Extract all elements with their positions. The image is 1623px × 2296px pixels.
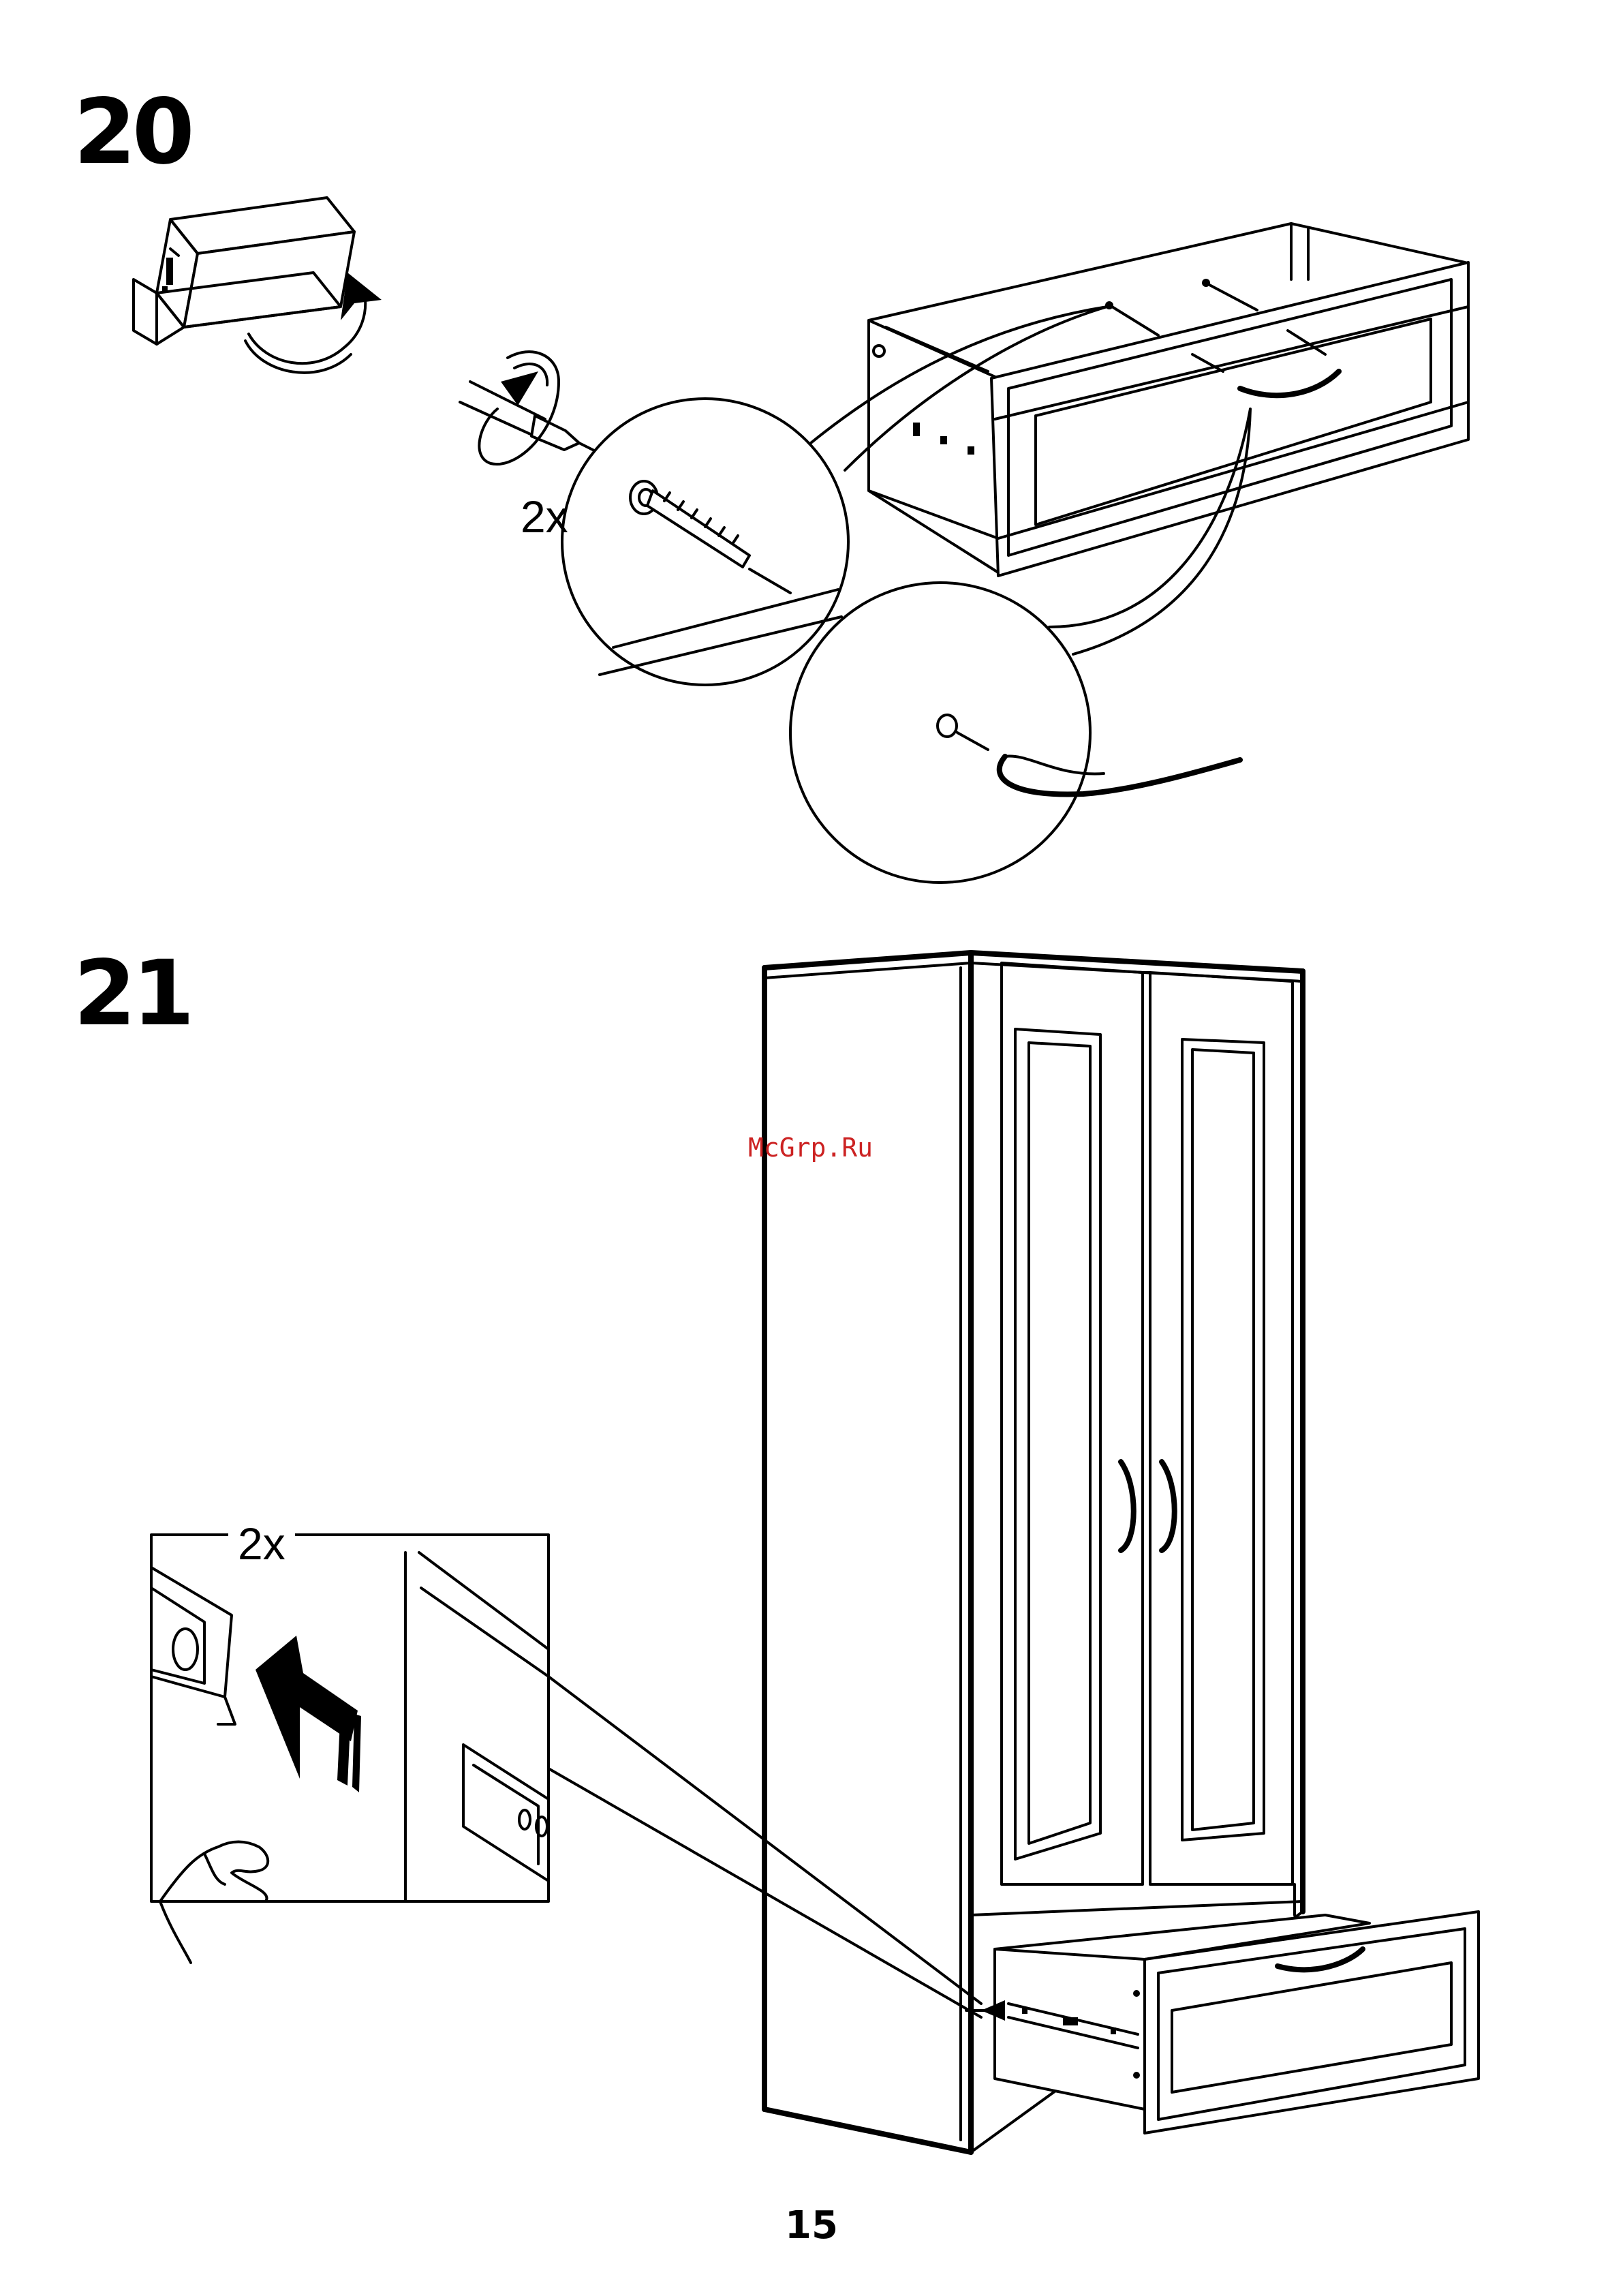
screwdriver-icon (460, 382, 600, 453)
drawer-flip-thumbnail (134, 198, 354, 344)
rotate-arrow-icon (479, 352, 559, 464)
detail-rail-box (151, 1535, 548, 1963)
detail-screw-circle (562, 399, 848, 685)
step-number: 20 (74, 87, 191, 177)
watermark: McGrp.Ru (748, 1135, 873, 1161)
step-number: 21 (74, 949, 191, 1039)
quantity-label: 2x (228, 1521, 295, 1566)
quantity-label: 2x (521, 494, 568, 539)
page-number: 15 (0, 2207, 1623, 2245)
step-20-illustration (134, 198, 1468, 883)
drawer-main (869, 224, 1468, 576)
detail-handle-circle (790, 583, 1240, 883)
